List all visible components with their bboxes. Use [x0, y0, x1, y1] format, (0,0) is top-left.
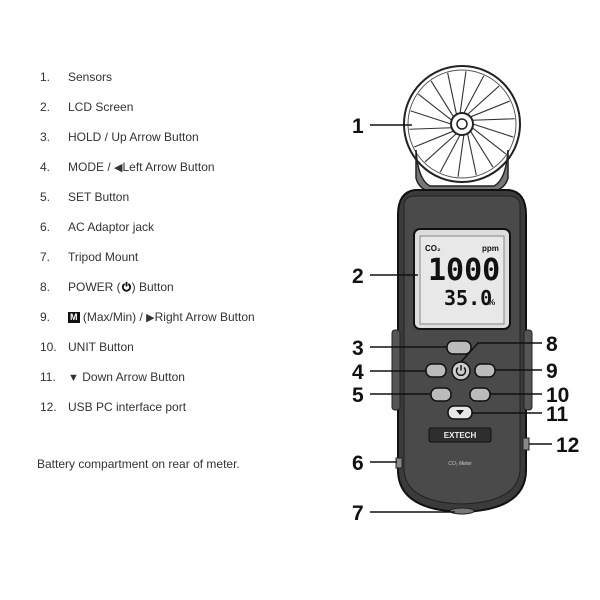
- legend-text: MODE /: [68, 160, 115, 174]
- right-triangle-icon: ▶: [146, 312, 155, 324]
- legend-item-mode-button: 4. MODE / ◀Left Arrow Button: [40, 160, 215, 174]
- legend-number: 3.: [40, 130, 51, 144]
- legend-text: POWER (: [68, 280, 121, 294]
- usb-port: [522, 437, 530, 451]
- set-button[interactable]: [430, 387, 452, 402]
- fan-blade: [470, 100, 510, 118]
- legend-text: AC Adaptor jack: [68, 220, 155, 234]
- legend-item-maxmin-button: 9. M (Max/Min) / ▶Right Arrow Button: [40, 310, 255, 324]
- maxmin-button[interactable]: [474, 363, 496, 378]
- legend-text: Sensors: [68, 70, 113, 84]
- legend-text: UNIT Button: [68, 340, 134, 354]
- legend-number: 10.: [40, 340, 57, 354]
- callout-2: 2: [352, 265, 364, 288]
- legend-text: USB PC interface port: [68, 400, 187, 414]
- legend-item-usb-port: 12. USB PC interface port: [40, 400, 186, 414]
- leader-lines: [370, 124, 552, 513]
- sensor-fan: [403, 65, 521, 183]
- lcd-secondary-reading: 35.0: [444, 286, 492, 310]
- leader-line-8: [460, 342, 542, 363]
- fan-blade: [469, 130, 494, 168]
- fan-blade: [467, 85, 500, 115]
- callout-5: 5: [352, 384, 364, 407]
- tripod-mount: [449, 507, 475, 515]
- lcd-percent-unit: %: [488, 298, 495, 307]
- legend-item-ac-adaptor-jack: 6. AC Adaptor jack: [40, 220, 154, 234]
- lcd-screen: CO₂ ppm 1000 35.0 %: [413, 228, 511, 330]
- legend-item-power-button: 8. POWER ( ) Button: [40, 280, 174, 294]
- legend-item-set-button: 5. SET Button: [40, 190, 129, 204]
- legend-item-sensors: 1. Sensors: [40, 70, 112, 84]
- fan-blade: [472, 123, 514, 138]
- power-icon: [455, 365, 467, 376]
- power-icon: [121, 281, 131, 292]
- model-label: CO₂ Meter: [448, 461, 472, 467]
- fan-blade: [447, 72, 458, 115]
- hold-button[interactable]: [446, 340, 472, 355]
- battery-note: Battery compartment on rear of meter.: [37, 457, 240, 471]
- legend-number: 8.: [40, 280, 51, 294]
- maxmin-badge-icon: M: [68, 312, 80, 323]
- legend-text: LCD Screen: [68, 100, 134, 114]
- callout-10: 10: [546, 384, 569, 407]
- down-triangle-icon: ▼: [68, 372, 79, 384]
- brand-logo: EXTECH: [444, 431, 477, 440]
- fan-blade: [410, 110, 452, 125]
- fan-blade: [424, 133, 457, 163]
- fan-blade: [459, 71, 467, 114]
- fan-blade: [463, 75, 485, 114]
- fan-blade: [409, 127, 452, 130]
- legend-number: 1.: [40, 70, 51, 84]
- legend-text: Left Arrow Button: [122, 160, 215, 174]
- lcd-unit-label: ppm: [482, 244, 499, 253]
- down-triangle-icon: [456, 410, 464, 415]
- legend-number: 4.: [40, 160, 51, 174]
- fan-blade: [439, 134, 461, 173]
- fan-blade: [466, 133, 477, 176]
- callout-4: 4: [352, 361, 364, 384]
- legend-text: Right Arrow Button: [154, 310, 255, 324]
- callout-9: 9: [546, 360, 558, 383]
- legend-text: Tripod Mount: [68, 250, 139, 264]
- legend-item-down-arrow-button: 11. ▼ Down Arrow Button: [40, 370, 185, 384]
- legend-item-hold-button: 3. HOLD / Up Arrow Button: [40, 130, 199, 144]
- callout-8: 8: [546, 333, 558, 356]
- fan-blade: [457, 134, 465, 177]
- callout-1: 1: [352, 115, 364, 138]
- legend-text: (Max/Min) /: [79, 310, 147, 324]
- legend-number: 5.: [40, 190, 51, 204]
- legend-number: 2.: [40, 100, 51, 114]
- mode-button[interactable]: [425, 363, 447, 378]
- legend-item-lcd-screen: 2. LCD Screen: [40, 100, 133, 114]
- lcd-main-reading: 1000: [428, 253, 500, 288]
- legend-text: ) Button: [131, 280, 174, 294]
- callout-7: 7: [352, 502, 364, 525]
- callout-12: 12: [556, 434, 579, 457]
- power-button[interactable]: [451, 361, 471, 381]
- legend-number: 9.: [40, 310, 51, 324]
- legend-item-unit-button: 10. UNIT Button: [40, 340, 134, 354]
- unit-button[interactable]: [469, 387, 491, 402]
- legend-number: 6.: [40, 220, 51, 234]
- brand-plate: [428, 427, 492, 443]
- fan-blade: [417, 93, 453, 121]
- legend-number: 11.: [40, 370, 56, 384]
- legend-text: HOLD / Up Arrow Button: [68, 130, 199, 144]
- callout-6: 6: [352, 452, 364, 475]
- legend-number: 7.: [40, 250, 51, 264]
- ac-adaptor-jack: [395, 457, 403, 469]
- legend-item-tripod-mount: 7. Tripod Mount: [40, 250, 138, 264]
- fan-blade: [414, 130, 454, 148]
- fan-blade: [471, 127, 507, 155]
- legend-text: SET Button: [68, 190, 130, 204]
- callout-3: 3: [352, 337, 364, 360]
- left-triangle-icon: ◀: [114, 162, 123, 174]
- fan-blade: [430, 80, 455, 118]
- fan-blade: [472, 118, 515, 121]
- lcd-gas-label: CO₂: [425, 244, 441, 253]
- callout-11: 11: [546, 403, 569, 426]
- legend-number: 12.: [40, 400, 57, 414]
- legend-text: Down Arrow Button: [78, 370, 185, 384]
